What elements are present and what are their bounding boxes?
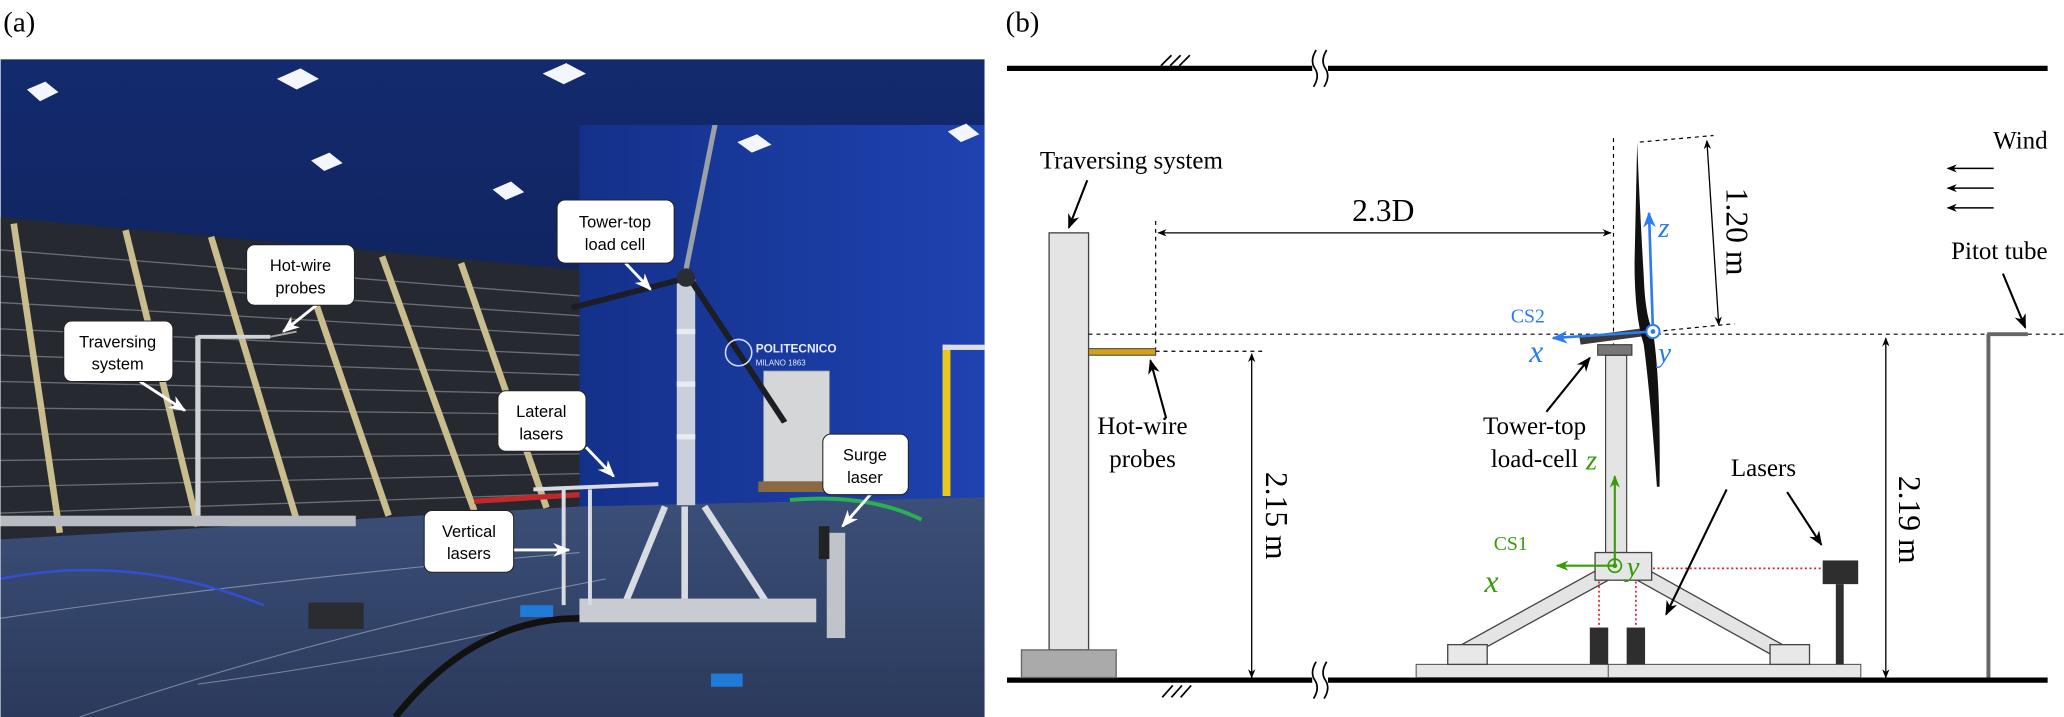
svg-text:x: x: [1484, 564, 1499, 599]
photo-logo-line1: POLITECNICO: [756, 342, 837, 356]
label-traversing-system: Traversing system: [1040, 147, 1224, 174]
vertical-laser-2: [1626, 627, 1646, 665]
callout-vertical-lasers: Vertical lasers: [423, 509, 515, 573]
laser-beams: [1598, 567, 1823, 628]
hatch-marks: [1160, 54, 1192, 698]
surge-laser: [1822, 560, 1859, 585]
label-wind: Wind: [1993, 128, 2048, 155]
left-leg: [1455, 568, 1610, 655]
coordinate-system-cs1: CS1 x y z: [1484, 445, 1640, 599]
label-hotwire-height: 2.15 m: [1259, 472, 1294, 560]
svg-text:Surge: Surge: [843, 446, 887, 464]
callout-surge-laser: Surge laser: [822, 433, 909, 496]
svg-text:CS2: CS2: [1511, 305, 1545, 327]
base-plate: [1415, 663, 1862, 679]
svg-text:Hot-wire: Hot-wire: [270, 257, 331, 275]
svg-text:z: z: [1585, 445, 1597, 477]
svg-text:CS1: CS1: [1494, 533, 1528, 555]
tower: [1605, 354, 1628, 554]
dimension-1-20m: [1703, 139, 1722, 326]
svg-text:Tower-top: Tower-top: [579, 214, 651, 232]
label-load-cell-line2: load-cell: [1491, 446, 1578, 473]
vertical-laser-1: [1589, 627, 1609, 665]
label-load-cell-line1: Tower-top: [1483, 413, 1586, 440]
photo-wind-tunnel: POLITECNICO MILANO 1863: [0, 59, 985, 717]
svg-text:Traversing: Traversing: [79, 333, 156, 351]
right-leg: [1636, 568, 1789, 655]
callout-tower-top-load-cell: Tower-top load cell: [556, 199, 675, 264]
wind-arrows: [1946, 164, 1994, 212]
label-pitot-tube: Pitot tube: [1951, 238, 2047, 265]
label-distance: 2.3D: [1352, 193, 1414, 228]
label-lasers: Lasers: [1731, 455, 1796, 482]
svg-text:lasers: lasers: [519, 425, 563, 443]
svg-text:system: system: [92, 356, 144, 374]
svg-text:laser: laser: [847, 469, 883, 487]
callout-hot-wire-probes: Hot-wire probes: [246, 244, 355, 306]
svg-text:lasers: lasers: [447, 545, 491, 563]
label-hub-height: 2.19 m: [1892, 476, 1927, 564]
svg-text:Vertical: Vertical: [442, 523, 496, 541]
svg-text:x: x: [1528, 334, 1543, 369]
callout-lateral-lasers: Lateral lasers: [497, 390, 587, 452]
hot-wire-probe: [1088, 348, 1157, 356]
schematic: Traversing system Hot-wire probes 2.3D 2…: [1007, 49, 2064, 700]
photo-logo-line2: MILANO 1863: [756, 359, 807, 368]
svg-text:z: z: [1657, 212, 1669, 244]
coordinate-system-cs2: CS2 x y z: [1511, 211, 1671, 369]
tower-top-load-cell: [1597, 344, 1633, 356]
surge-laser-post: [1835, 584, 1844, 665]
svg-text:load cell: load cell: [585, 236, 645, 254]
label-hot-wire-line2: probes: [1109, 446, 1176, 473]
label-hot-wire-line1: Hot-wire: [1097, 413, 1187, 440]
svg-text:probes: probes: [275, 279, 325, 297]
panel-label-a: (a): [3, 7, 35, 39]
label-blade-length: 1.20 m: [1720, 188, 1755, 276]
traversing-column: [1048, 232, 1090, 651]
right-foot: [1769, 643, 1811, 666]
callout-traversing-system: Traversing system: [63, 320, 174, 383]
rotor-blade: [1634, 142, 1660, 487]
traversing-base: [1020, 649, 1117, 679]
panel-label-b: (b): [1006, 7, 1040, 39]
break-symbol: [1311, 49, 1329, 700]
svg-text:y: y: [1655, 337, 1671, 369]
svg-text:Lateral: Lateral: [516, 403, 566, 421]
left-foot: [1447, 643, 1488, 666]
svg-text:y: y: [1624, 551, 1640, 583]
